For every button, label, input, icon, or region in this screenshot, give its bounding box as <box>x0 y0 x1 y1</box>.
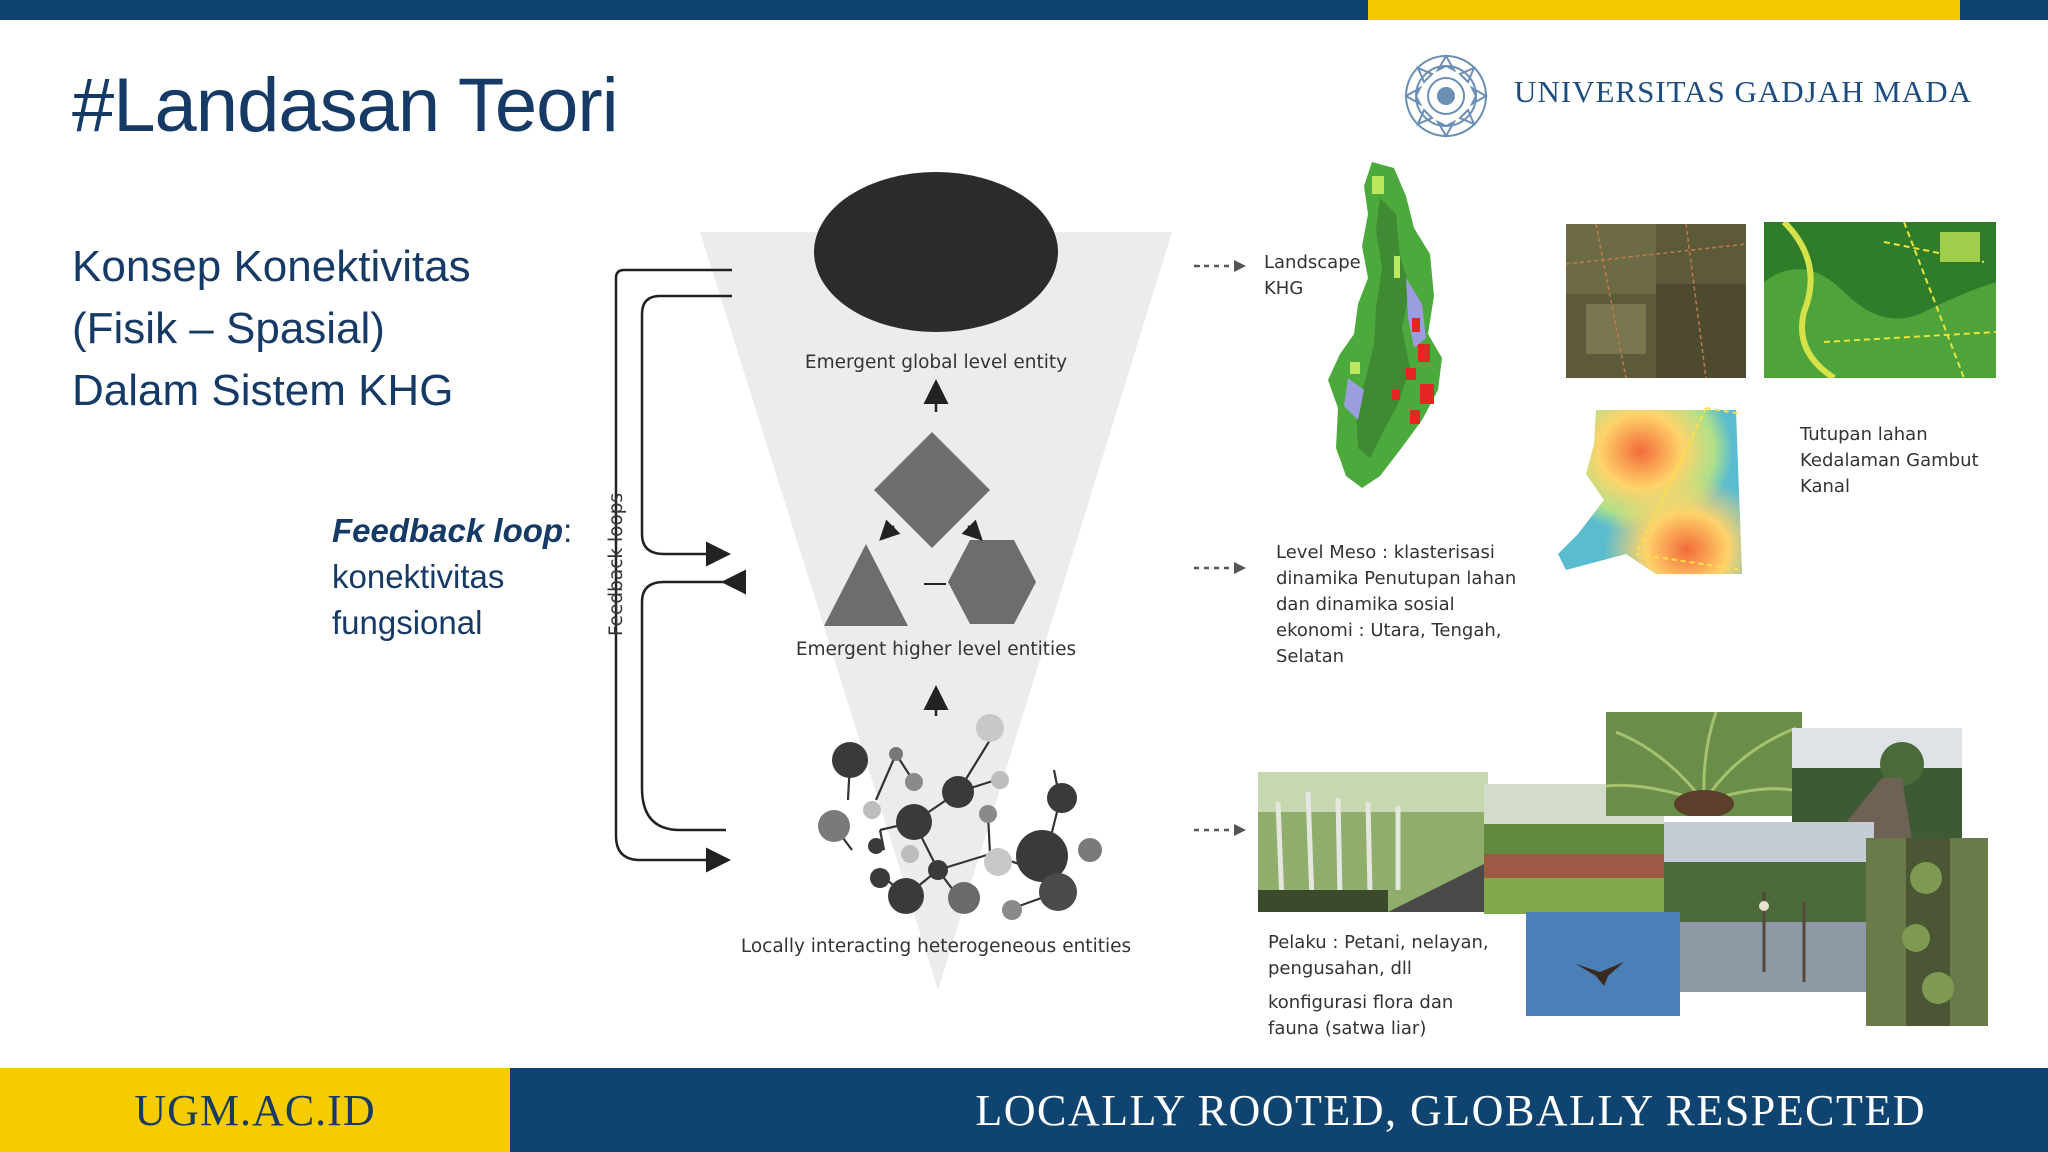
feedback-loop-label: Feedback loop <box>332 512 564 549</box>
subtitle: Konsep Konektivitas (Fisik – Spasial) Da… <box>72 236 471 422</box>
ugm-seal-icon <box>1403 53 1489 139</box>
khg-landscape-map <box>1328 162 1442 488</box>
feedback-line-3: fungsional <box>332 604 483 641</box>
feedback-loop-arrows <box>614 268 746 873</box>
university-name: UNIVERSITAS GADJAH MADA <box>1514 74 1972 109</box>
palm-photo <box>1606 712 1802 816</box>
feedback-loops-label: Feedback loops <box>606 493 627 636</box>
emergence-diagram: Emergent global level entity Emergent hi… <box>606 172 1200 990</box>
top-bar-accent <box>1368 0 1960 20</box>
peat-depth-heatmap <box>1558 407 1743 574</box>
higher-level-label: Emergent higher level entities <box>796 639 1076 660</box>
bird-photo <box>1526 912 1680 1016</box>
global-level-label: Emergent global level entity <box>805 352 1067 373</box>
footer-right-bar <box>510 1068 2048 1152</box>
footer-tagline: LOCALLY ROOTED, GLOBALLY RESPECTED <box>975 1085 1926 1135</box>
landscape-label: Landscape KHG <box>1264 252 1361 299</box>
local-level-label: Locally interacting heterogeneous entiti… <box>741 936 1131 957</box>
meso-level-text: Level Meso : klasterisasi dinamika Penut… <box>1276 542 1517 667</box>
subtitle-line-3: Dalam Sistem KHG <box>72 366 454 415</box>
slide-title: #Landasan Teori <box>72 63 619 148</box>
entity-nodes <box>818 714 1102 920</box>
global-entity-ellipse <box>814 172 1058 332</box>
river-photo <box>1664 822 1874 992</box>
tree-trunk-photo <box>1866 838 1988 1026</box>
land-cover-map <box>1764 222 1996 378</box>
footer-website: UGM.AC.ID <box>134 1085 376 1135</box>
actors-text: Pelaku : Petani, nelayan, pengusahan, dl… <box>1268 932 1489 979</box>
right-dotted-arrows <box>1194 260 1246 836</box>
footer-left-bar <box>0 1068 510 1152</box>
subtitle-line-2: (Fisik – Spasial) <box>72 304 385 353</box>
feedback-line-2: konektivitas <box>332 558 505 595</box>
forest-road-photo <box>1258 772 1488 912</box>
land-cover-legend: Tutupan lahan Kedalaman Gambut Kanal <box>1800 424 1979 497</box>
feedback-loop-text: Feedback loop: konektivitas fungsional <box>332 508 572 646</box>
hexagon-entity <box>948 540 1036 624</box>
flora-fauna-text: konfigurasi flora dan fauna (satwa liar) <box>1268 992 1454 1039</box>
triangle-entity <box>824 544 908 626</box>
diamond-entity <box>874 432 990 548</box>
subtitle-line-1: Konsep Konektivitas <box>72 242 471 291</box>
funnel-shape <box>700 232 1172 990</box>
satellite-photo <box>1566 224 1746 378</box>
